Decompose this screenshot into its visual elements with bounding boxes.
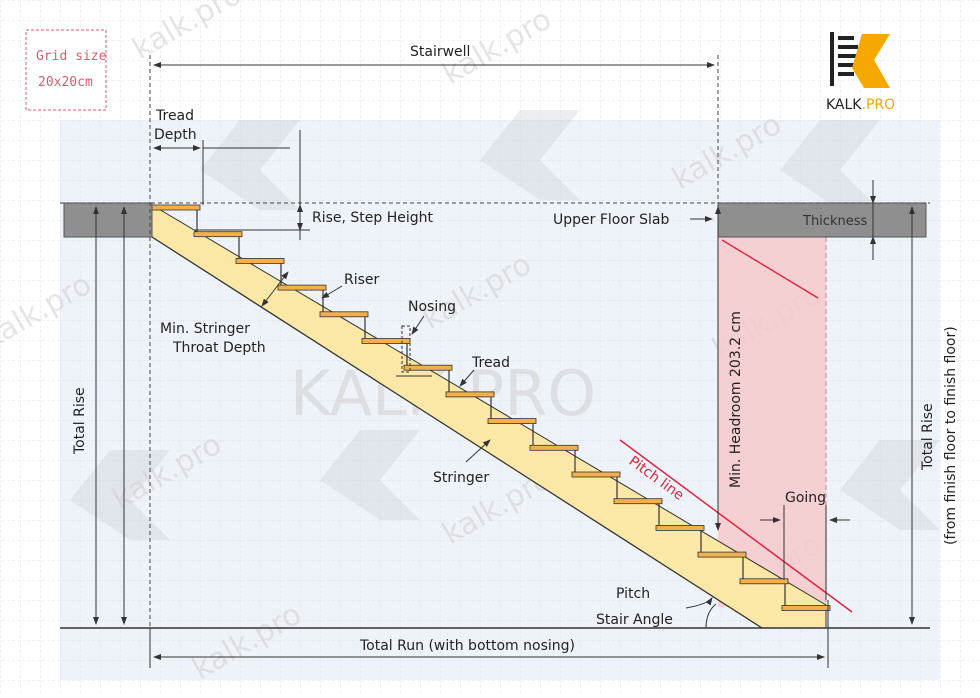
going-label: Going	[785, 490, 826, 506]
stringer-label: Stringer	[433, 470, 489, 486]
min-headroom-label: Min. Headroom 203.2 cm	[728, 311, 744, 488]
thickness-label: Thickness	[802, 214, 867, 229]
tread-board	[361, 338, 411, 344]
tread-board	[739, 578, 789, 585]
logo-text-suffix: .PRO	[862, 97, 896, 113]
total-run-label: Total Run (with bottom nosing)	[359, 638, 575, 654]
grid-size-note-box	[25, 29, 107, 111]
lower-landing-slab	[63, 202, 153, 238]
total-rise-left-label: Total Rise	[72, 387, 88, 455]
tread-board	[571, 471, 621, 478]
pitch-label: Pitch	[616, 586, 650, 602]
tread-label: Tread	[471, 355, 510, 371]
nosing-label: Nosing	[408, 299, 456, 315]
tread-depth-label-1: Tread	[155, 108, 194, 124]
watermark-chevrons	[70, 110, 940, 540]
slab-edge-line	[721, 239, 819, 299]
tread-board	[277, 284, 327, 291]
kalk-logo-icon	[830, 32, 890, 88]
rise-step-height-label: Rise, Step Height	[312, 210, 434, 226]
stairwell-label: Stairwell	[410, 44, 470, 60]
tread-board	[445, 391, 495, 398]
upper-floor-slab-label: Upper Floor Slab	[553, 212, 669, 228]
nosing-marker	[401, 325, 411, 373]
tread-board	[781, 605, 831, 611]
tread-board	[319, 311, 369, 318]
stringer-bottom-edge	[151, 236, 763, 629]
stair-steps	[151, 204, 831, 611]
tread-board	[403, 364, 453, 371]
grid-size-value: 20x20cm	[38, 75, 93, 90]
tread-depth-label-2: Depth	[154, 127, 197, 143]
tread-board	[151, 204, 201, 211]
grid-size-label: Grid size	[36, 49, 107, 64]
riser-label: Riser	[344, 272, 380, 288]
total-rise-right-label-1: Total Rise	[920, 403, 936, 471]
tread-board	[235, 257, 285, 264]
total-rise-right-label-2: (from finish floor to finish floor)	[943, 326, 959, 545]
min-stringer-label-2: Throat Depth	[172, 340, 266, 356]
min-stringer-label-1: Min. Stringer	[160, 321, 250, 337]
logo-text: KALK.PRO	[826, 97, 895, 113]
stair-angle-label: Stair Angle	[596, 612, 673, 628]
tread-board	[529, 444, 579, 451]
tread-board	[613, 498, 663, 505]
tread-board	[655, 525, 705, 531]
headroom-zone	[718, 237, 826, 607]
pitch-line	[619, 439, 853, 613]
tread-board	[697, 551, 747, 558]
logo-text-prefix: KALK	[826, 97, 862, 113]
tread-board	[487, 418, 537, 425]
tread-board	[193, 231, 243, 238]
